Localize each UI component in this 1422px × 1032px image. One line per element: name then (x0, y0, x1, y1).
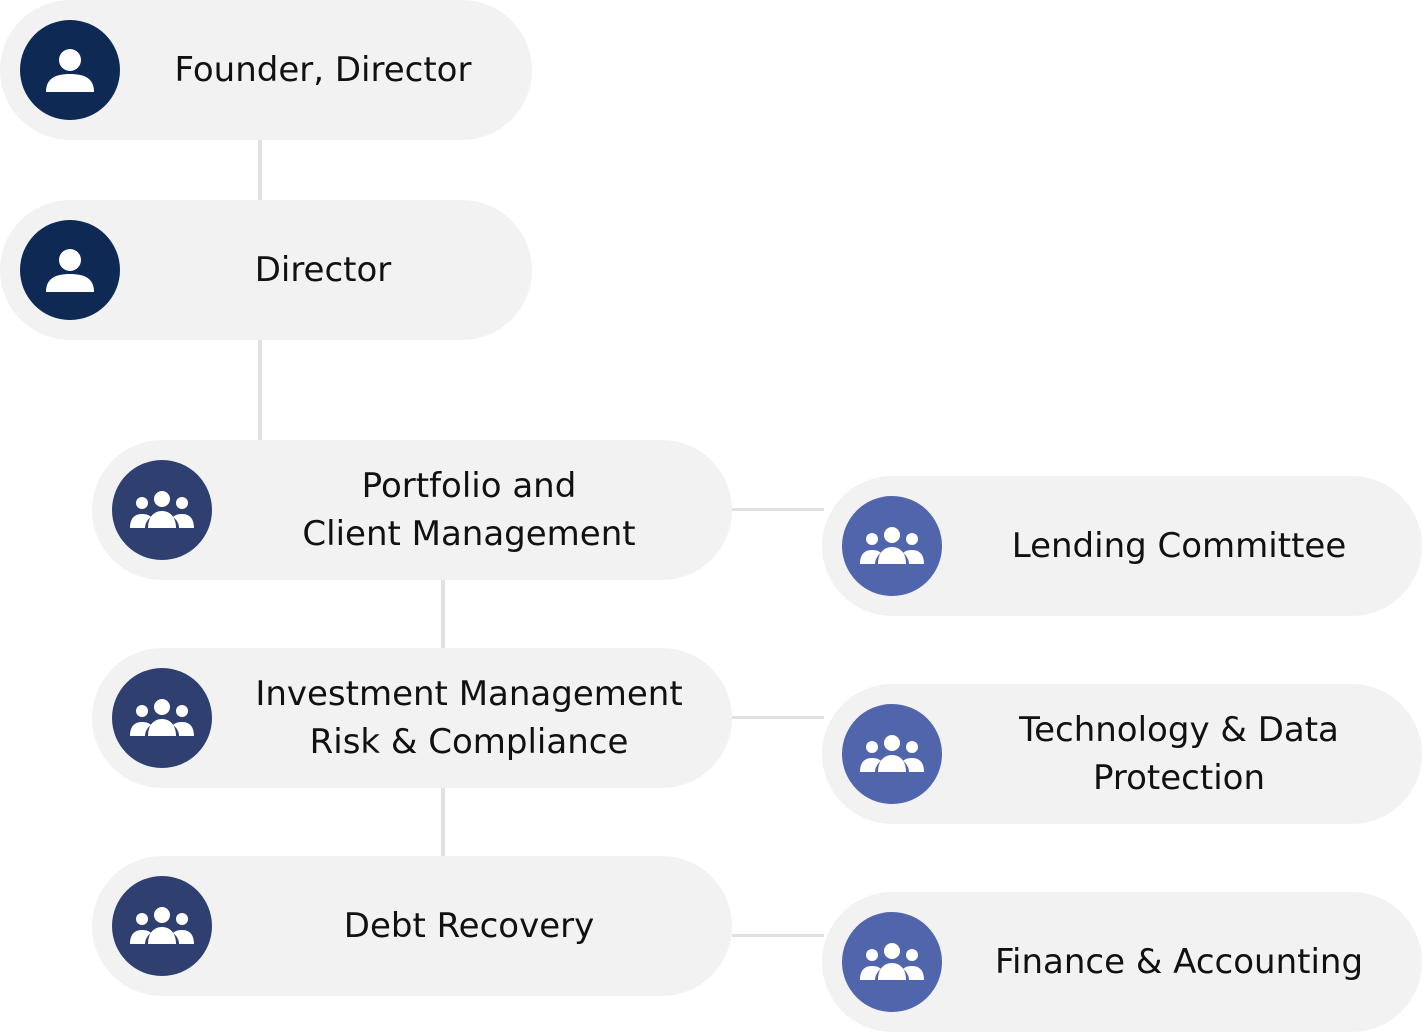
group-icon (112, 460, 212, 560)
connector-portfolio-lending (732, 508, 824, 511)
connector-debt-finance (732, 934, 824, 937)
node-portfolio-client-management: Portfolio and Client Management (92, 440, 732, 580)
node-label: Director (254, 250, 392, 290)
connector-investment-debt (441, 788, 445, 856)
person-icon (20, 220, 120, 320)
group-icon (842, 912, 942, 1012)
node-lending-committee: Lending Committee (822, 476, 1422, 616)
node-label: Lending Committee (1011, 526, 1347, 566)
node-investment-risk-compliance: Investment Management Risk & Compliance (92, 648, 732, 788)
group-icon (112, 876, 212, 976)
group-icon (842, 496, 942, 596)
node-label: Debt Recovery (343, 906, 595, 946)
connector-portfolio-investment (441, 580, 445, 648)
person-icon (20, 20, 120, 120)
node-label: Technology & Data Protection (1019, 710, 1339, 798)
node-label: Portfolio and Client Management (302, 466, 636, 554)
node-debt-recovery: Debt Recovery (92, 856, 732, 996)
node-label: Founder, Director (174, 50, 472, 90)
node-technology-data-protection: Technology & Data Protection (822, 684, 1422, 824)
node-founder-director: Founder, Director (0, 0, 532, 140)
group-icon (842, 704, 942, 804)
group-icon (112, 668, 212, 768)
node-label: Investment Management Risk & Compliance (255, 674, 683, 762)
node-director: Director (0, 200, 532, 340)
connector-founder-director (258, 140, 262, 200)
node-label: Finance & Accounting (994, 942, 1364, 982)
connector-investment-technology (732, 716, 824, 719)
node-finance-accounting: Finance & Accounting (822, 892, 1422, 1032)
connector-director-portfolio (258, 340, 262, 440)
